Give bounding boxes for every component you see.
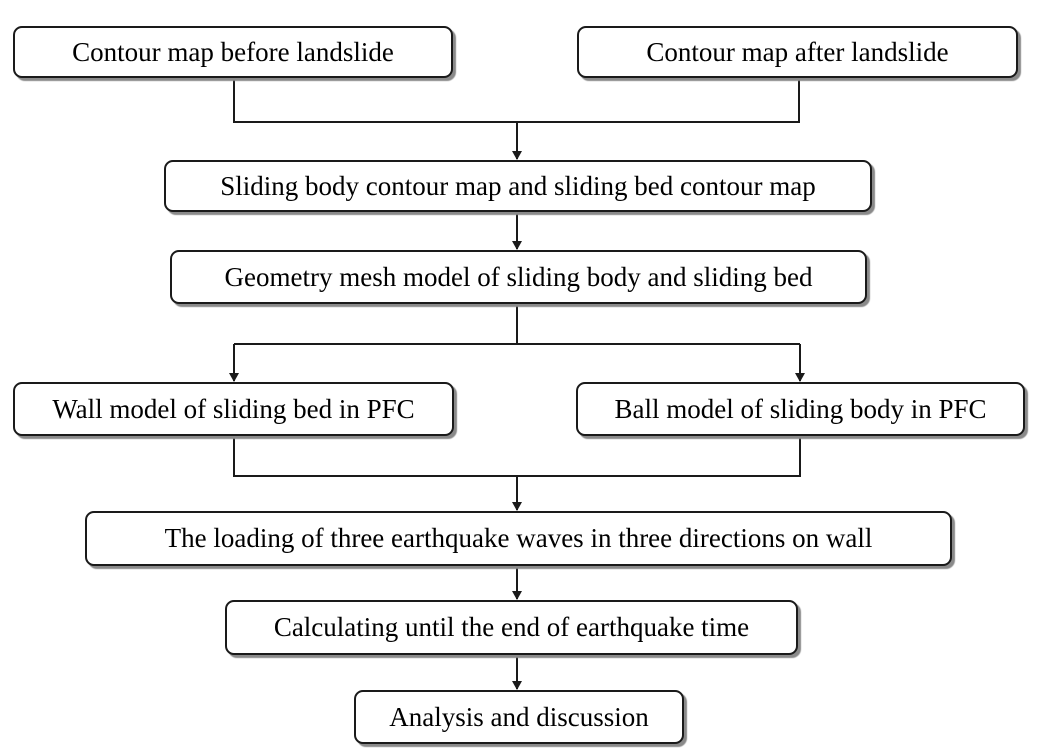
node-contour-after: Contour map after landslide: [577, 26, 1018, 78]
node-wall-model: Wall model of sliding bed in PFC: [13, 382, 454, 436]
connector-wall-to-merge: [233, 436, 517, 477]
node-label: Contour map after landslide: [646, 36, 949, 67]
node-label: Sliding body contour map and sliding bed…: [220, 170, 816, 201]
node-label: Contour map before landslide: [72, 36, 394, 67]
connector-before-to-merge: [233, 78, 517, 123]
node-wave-loading: The loading of three earthquake waves in…: [85, 511, 952, 566]
node-label: Ball model of sliding body in PFC: [614, 393, 987, 424]
node-analysis: Analysis and discussion: [354, 690, 684, 744]
node-label: Calculating until the end of earthquake …: [273, 612, 750, 642]
node-contour-before: Contour map before landslide: [13, 26, 453, 78]
connector-ball-to-merge: [517, 436, 801, 477]
node-label: Wall model of sliding bed in PFC: [52, 393, 415, 424]
node-geometry-mesh: Geometry mesh model of sliding body and …: [170, 250, 867, 304]
node-ball-model: Ball model of sliding body in PFC: [576, 382, 1025, 436]
node-calculating: Calculating until the end of earthquake …: [225, 600, 798, 655]
node-label: The loading of three earthquake waves in…: [164, 523, 873, 553]
connector-after-to-merge: [517, 78, 800, 123]
node-sliding-contour: Sliding body contour map and sliding bed…: [164, 160, 872, 212]
node-label: Analysis and discussion: [389, 701, 649, 732]
node-label: Geometry mesh model of sliding body and …: [224, 261, 813, 292]
